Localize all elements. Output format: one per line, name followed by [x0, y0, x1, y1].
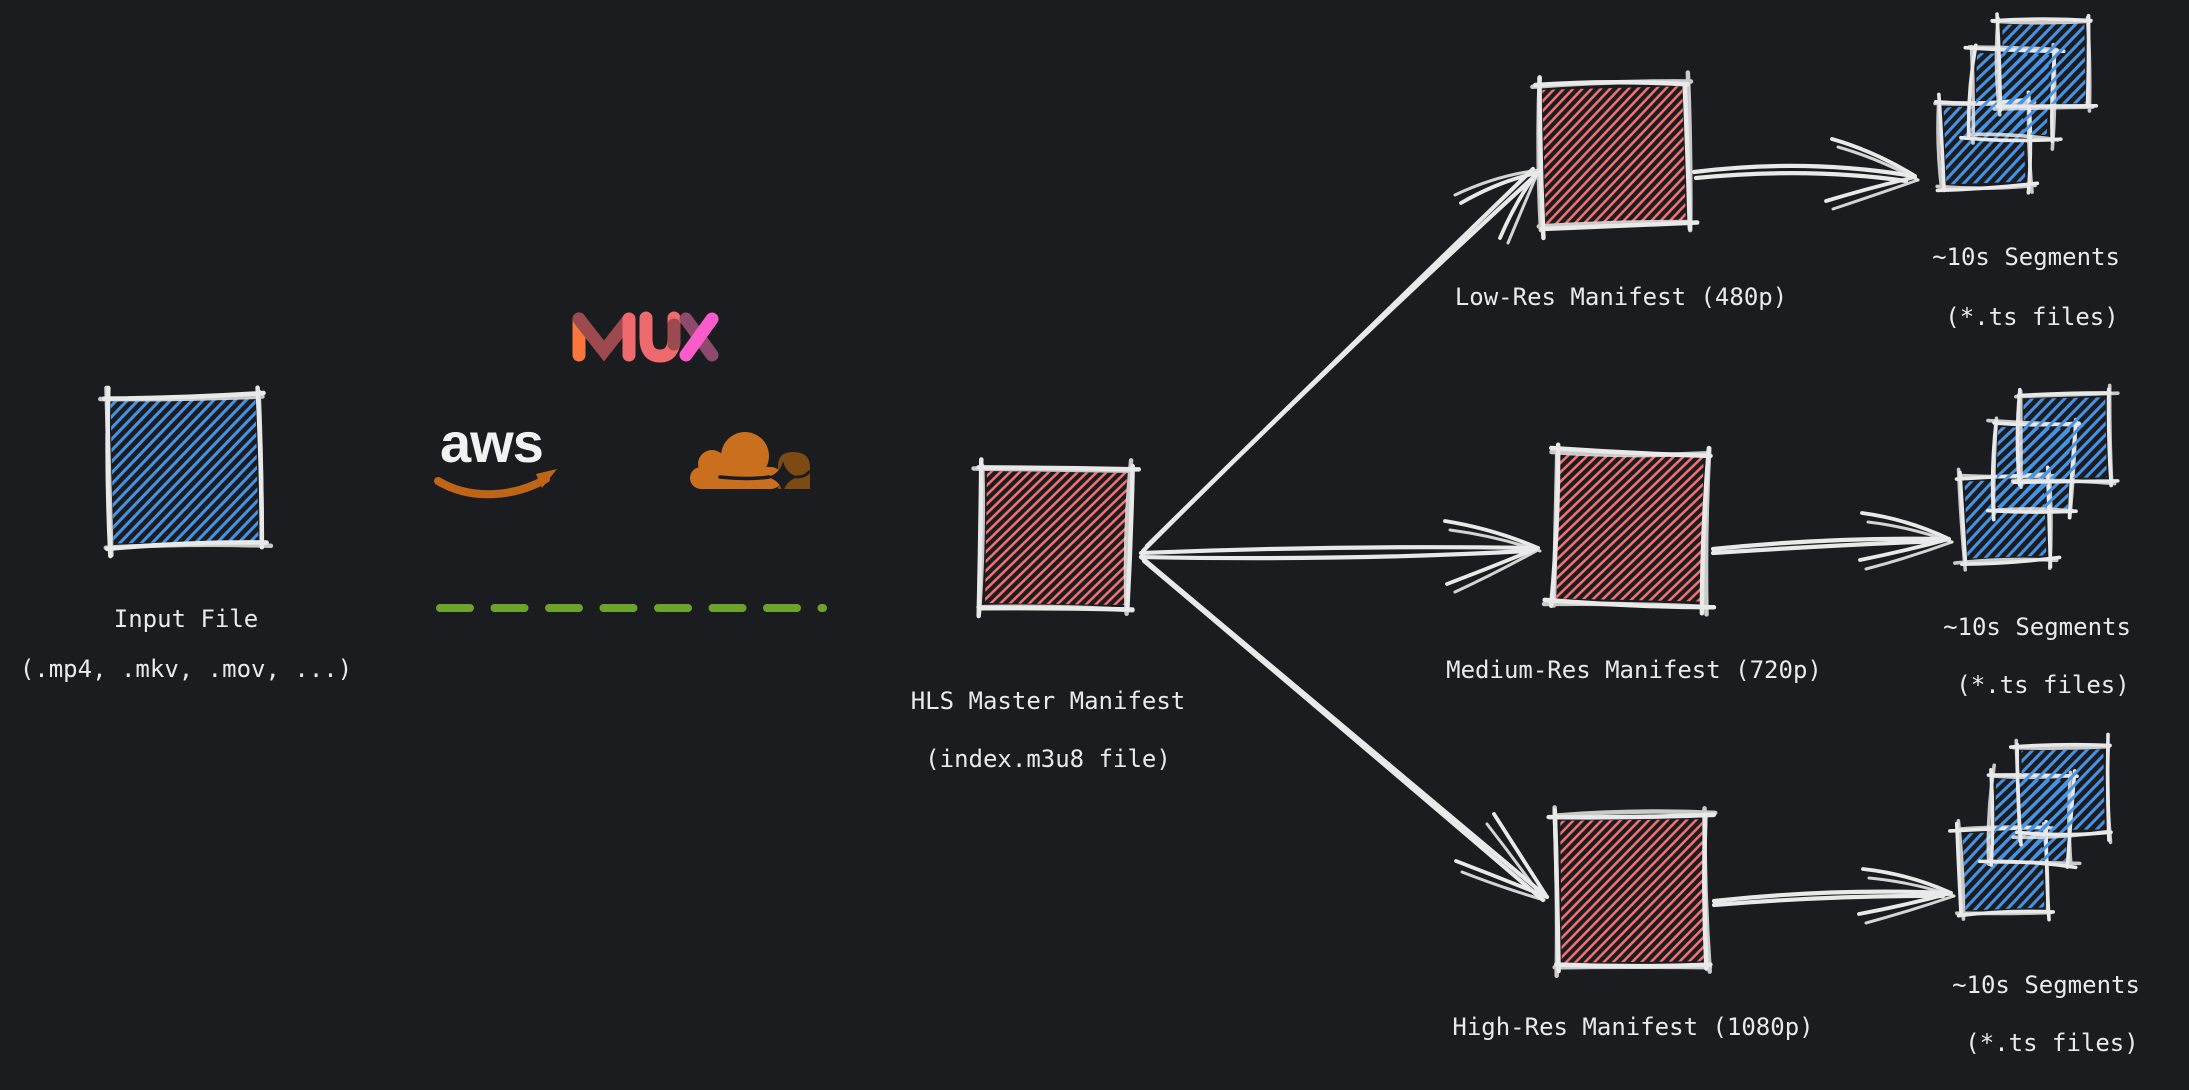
aws-swoosh-arrow-tip	[536, 469, 557, 488]
cloudflare-logo	[690, 432, 811, 493]
hls-master-sublabel: (index.m3u8 file)	[925, 745, 1171, 773]
aws-swoosh	[434, 475, 550, 499]
cloudflare-cloud	[690, 432, 782, 489]
input-file-sublabel: (.mp4, .mkv, .mov, ...)	[20, 655, 352, 683]
arrow-low-to-segments	[1691, 137, 1920, 211]
medium-res-label: Medium-Res Manifest (720p)	[1446, 656, 1822, 684]
arrow-high-to-segments	[1711, 867, 1956, 925]
hls-master-node	[971, 457, 1142, 619]
segments-medium-node	[1953, 383, 2120, 572]
medium-res-node	[1541, 442, 1717, 617]
aws-logo: aws	[434, 411, 557, 499]
cloudflare-star	[767, 461, 799, 493]
arrow-master-to-high	[1138, 554, 1550, 903]
arrow-medium-to-segments	[1710, 511, 1954, 571]
high-res-node	[1546, 805, 1718, 979]
segments-low-label: ~10s Segments	[1932, 243, 2120, 271]
aws-logo-text: aws	[440, 411, 543, 474]
hls-master-label: HLS Master Manifest	[911, 687, 1186, 715]
segments-high-node	[1948, 732, 2113, 922]
mux-logo	[572, 311, 719, 363]
segments-medium-label: ~10s Segments	[1943, 613, 2131, 641]
cloudflare-slit	[718, 475, 771, 481]
segments-low-sublabel: (*.ts files)	[1945, 303, 2118, 331]
arrow-master-to-low	[1140, 166, 1542, 554]
low-res-node	[1530, 70, 1700, 241]
arrow-master-to-medium	[1138, 519, 1542, 594]
input-file-label: Input File	[114, 605, 259, 633]
segments-low-node	[1933, 12, 2099, 195]
high-res-label: High-Res Manifest (1080p)	[1452, 1013, 1813, 1041]
input-file-node	[98, 385, 274, 559]
segments-high-sublabel: (*.ts files)	[1965, 1029, 2138, 1057]
segments-high-label: ~10s Segments	[1952, 971, 2140, 999]
low-res-label: Low-Res Manifest (480p)	[1455, 283, 1787, 311]
segments-medium-sublabel: (*.ts files)	[1956, 671, 2129, 699]
